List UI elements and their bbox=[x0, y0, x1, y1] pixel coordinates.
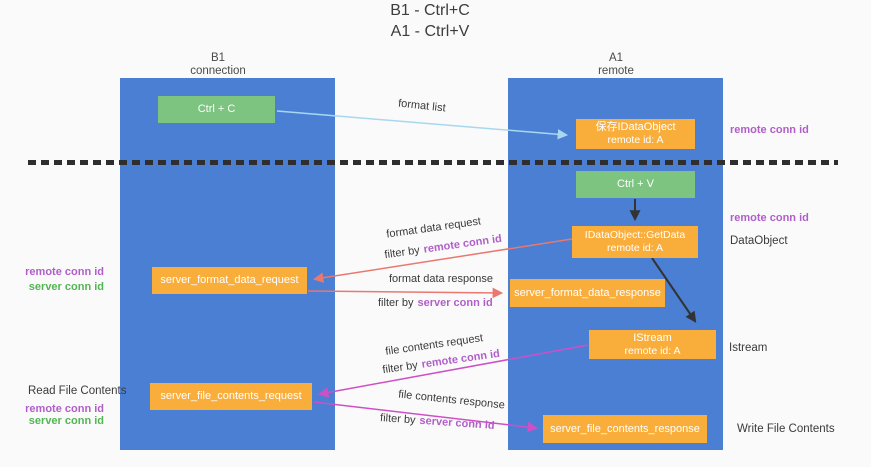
server-file-contents-request-box: server_file_contents_request bbox=[150, 383, 312, 410]
server-conn-id-filter-1: server conn id bbox=[417, 297, 493, 309]
dashed-separator-line bbox=[28, 160, 838, 165]
server-file-contents-response-label: server_file_contents_response bbox=[550, 422, 700, 435]
server-conn-id-left-label: server conn id bbox=[28, 281, 104, 293]
left-column-name: B1 bbox=[210, 52, 226, 64]
server-format-data-request-label: server_format_data_request bbox=[160, 274, 299, 286]
format-data-response-label: format data response bbox=[389, 273, 493, 285]
ctrl-v-box: Ctrl + V bbox=[576, 171, 695, 198]
server-conn-id-bottom-left-label: server conn id bbox=[28, 415, 104, 427]
right-column-header: A1 remote bbox=[558, 52, 674, 78]
file-contents-response-label: file contents response bbox=[397, 388, 506, 412]
ctrl-v-label: Ctrl + V bbox=[617, 178, 654, 190]
istream-line1: IStream bbox=[633, 331, 672, 344]
left-column-role: connection bbox=[190, 65, 246, 77]
ctrl-c-box: Ctrl + C bbox=[158, 96, 275, 123]
server-format-data-response-box: server_format_data_response bbox=[510, 279, 665, 307]
format-data-response-arrow bbox=[307, 287, 504, 299]
diagram-title: B1 - Ctrl+C A1 - Ctrl+V bbox=[0, 0, 860, 42]
filter-by-text-2: filter by bbox=[378, 297, 414, 309]
server-file-contents-response-box: server_file_contents_response bbox=[543, 415, 707, 443]
getdata-line1: IDataObject::GetData bbox=[584, 229, 686, 241]
remote-conn-id-filter-1: remote conn id bbox=[422, 232, 503, 256]
idataobject-getdata-box: IDataObject::GetData remote id: A bbox=[572, 226, 698, 258]
server-format-data-response-label: server_format_data_response bbox=[514, 286, 661, 299]
right-column-name: A1 bbox=[608, 52, 624, 64]
server-conn-id-filter-2: server conn id bbox=[419, 414, 495, 432]
remote-conn-id-bottom-left-label: remote conn id bbox=[25, 403, 104, 415]
left-column-header: B1 connection bbox=[160, 52, 276, 78]
save-idataobject-box: 保存IDataObject remote id: A bbox=[576, 119, 695, 149]
title-line-1: B1 - Ctrl+C bbox=[390, 2, 470, 19]
remote-conn-id-left-label: remote conn id bbox=[25, 266, 104, 278]
write-file-contents-label: Write File Contents bbox=[737, 423, 835, 435]
filter-by-text-3: filter by bbox=[381, 359, 419, 377]
remote-conn-id-top-right-label: remote conn id bbox=[730, 124, 809, 136]
ctrl-c-label: Ctrl + C bbox=[197, 103, 236, 115]
filter-by-text-1: filter by bbox=[383, 244, 421, 262]
format-list-label: format list bbox=[397, 97, 447, 115]
title-line-2: A1 - Ctrl+V bbox=[390, 23, 470, 40]
filter-by-text-4: filter by bbox=[379, 412, 416, 427]
read-file-contents-label: Read File Contents bbox=[28, 385, 127, 397]
istream-side-label: Istream bbox=[729, 342, 768, 354]
right-column-role: remote bbox=[598, 65, 634, 77]
remote-conn-id-mid-right-label: remote conn id bbox=[730, 212, 809, 224]
save-idataobject-line2: remote id: A bbox=[607, 134, 664, 146]
dataobject-label: DataObject bbox=[730, 235, 788, 247]
istream-line2: remote id: A bbox=[624, 344, 681, 357]
getdata-line2: remote id: A bbox=[606, 242, 664, 254]
istream-box: IStream remote id: A bbox=[589, 330, 716, 359]
server-file-contents-request-label: server_file_contents_request bbox=[160, 390, 302, 402]
save-idataobject-line1: 保存IDataObject bbox=[595, 121, 676, 133]
server-format-data-request-box: server_format_data_request bbox=[152, 267, 307, 294]
